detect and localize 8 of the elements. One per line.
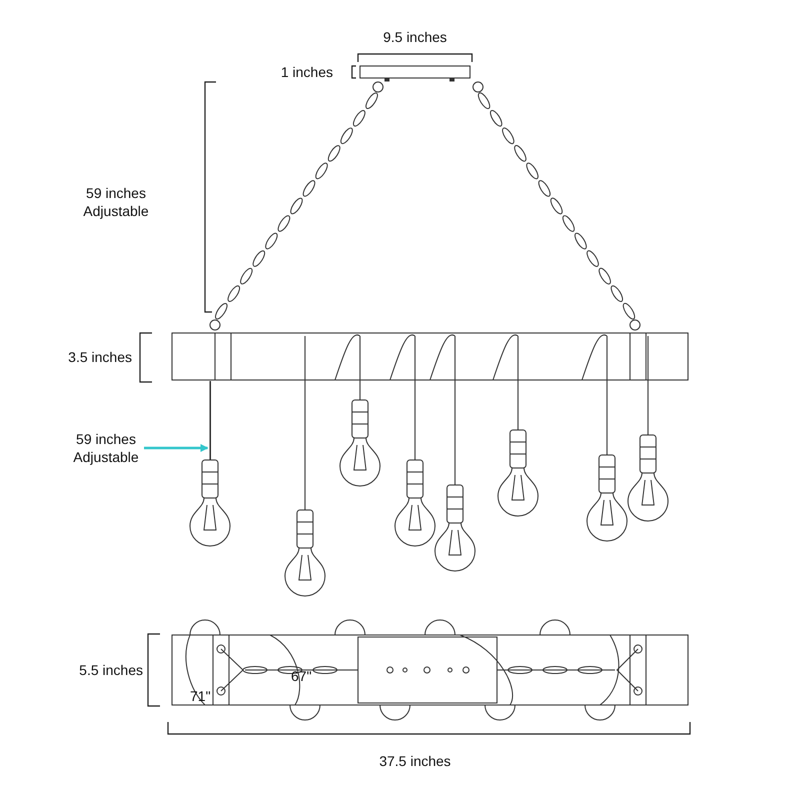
dimension-label: 1 inches [280, 63, 333, 81]
dimension-label: 3.5 inches [68, 348, 132, 366]
dimension-label: 59 inches Adjustable [72, 430, 140, 466]
dimension-label: 59 inches Adjustable [82, 184, 150, 220]
dimension-label: 5.5 inches [79, 661, 143, 679]
dimension-label: 9.5 inches [383, 28, 447, 46]
dimension-label: 37.5 inches [379, 752, 451, 770]
leader-arrow [144, 444, 208, 452]
